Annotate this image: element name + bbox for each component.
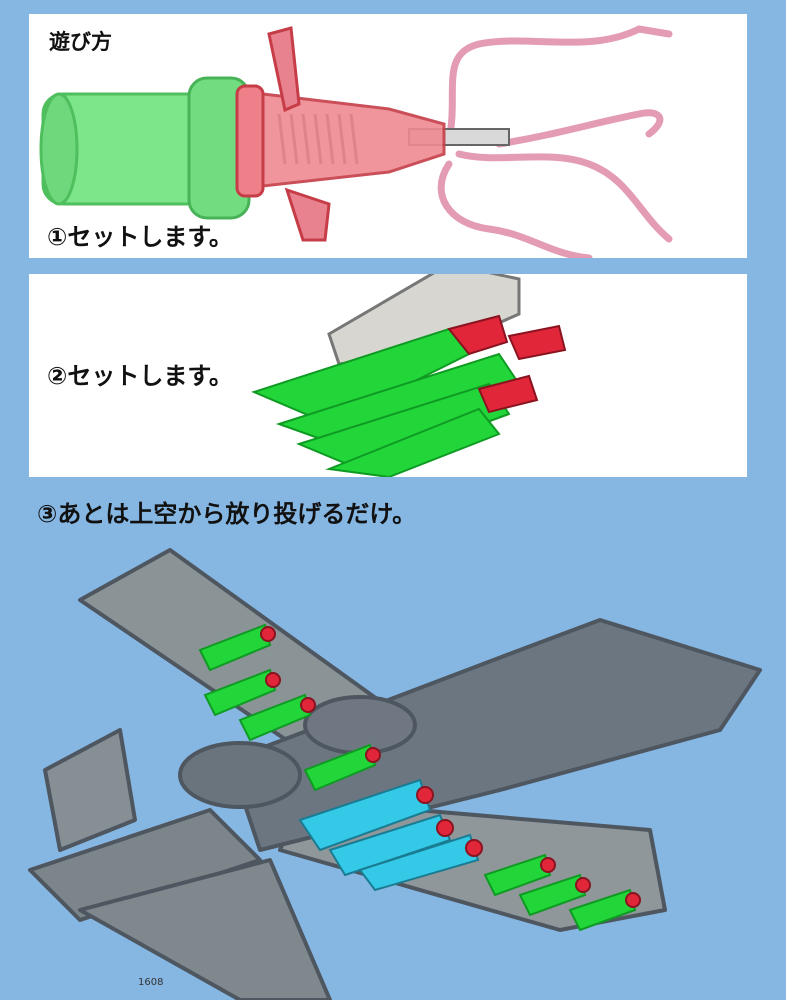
aircraft-illustration bbox=[28, 548, 762, 1000]
step-1-caption: ①セットします。 bbox=[47, 223, 233, 251]
pink-string-strands bbox=[437, 25, 673, 258]
launcher-illustration bbox=[39, 25, 673, 258]
center-cyan-rocket-pod bbox=[298, 778, 480, 892]
red-nozzles bbox=[447, 314, 567, 414]
rocket-pod-illustration bbox=[251, 274, 567, 477]
instruction-panel-1: 遊び方 ①セットします。 bbox=[29, 14, 747, 258]
wing-rocket-pods bbox=[198, 623, 641, 932]
instruction-panel-2: ②セットします。 bbox=[29, 274, 747, 477]
aircraft-body bbox=[28, 548, 762, 1000]
page-number: 1608 bbox=[138, 977, 164, 988]
step-3-caption: ③あとは上空から放り投げるだけ。 bbox=[37, 500, 417, 528]
red-dart bbox=[235, 26, 446, 242]
page-title: 遊び方 bbox=[49, 30, 112, 54]
step-2-caption: ②セットします。 bbox=[47, 362, 233, 390]
pod-red-nozzles bbox=[260, 626, 641, 908]
green-tube bbox=[39, 76, 251, 220]
